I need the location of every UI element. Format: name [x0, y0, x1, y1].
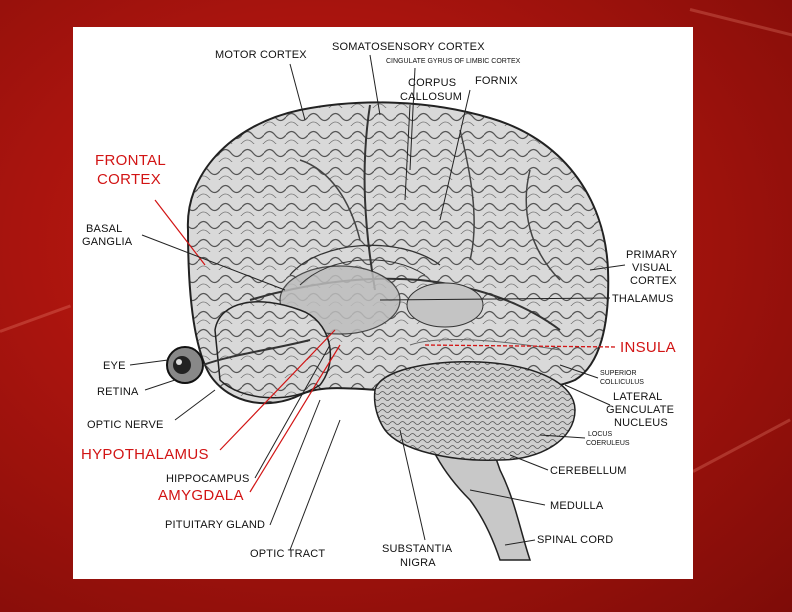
- label-superior-colliculus-2: COLLICULUS: [600, 379, 644, 386]
- label-primary-visual-cortex-1: PRIMARY: [626, 249, 678, 261]
- label-eye: EYE: [103, 360, 126, 372]
- label-basal-ganglia-2: GANGLIA: [82, 236, 133, 248]
- background-streak: [0, 304, 71, 332]
- label-corpus-callosum-2: CALLOSUM: [400, 91, 462, 103]
- label-optic-tract: OPTIC TRACT: [250, 548, 325, 560]
- label-lateral-geniculate-2: GENCULATE: [606, 404, 674, 416]
- label-medulla: MEDULLA: [550, 500, 604, 512]
- leader-optic-nerve: [175, 390, 215, 420]
- label-basal-ganglia-1: BASAL: [86, 223, 122, 235]
- label-corpus-callosum-1: CORPUS: [408, 77, 456, 89]
- label-frontal-cortex-2: CORTEX: [97, 171, 161, 188]
- label-insula: INSULA: [620, 339, 676, 356]
- label-amygdala: AMYGDALA: [158, 487, 244, 504]
- label-lateral-geniculate-3: NUCLEUS: [614, 417, 668, 429]
- label-locus-coeruleus-2: COERULEUS: [586, 440, 630, 447]
- label-superior-colliculus-1: SUPERIOR: [600, 370, 637, 377]
- label-lateral-geniculate-1: LATERAL: [613, 391, 663, 403]
- leader-cerebellum: [510, 455, 548, 470]
- label-hippocampus: HIPPOCAMPUS: [166, 473, 250, 485]
- label-motor-cortex: MOTOR CORTEX: [215, 49, 307, 61]
- label-fornix: FORNIX: [475, 75, 518, 87]
- leader-eye: [130, 360, 168, 365]
- label-frontal-cortex-1: FRONTAL: [95, 152, 166, 169]
- label-optic-nerve: OPTIC NERVE: [87, 419, 164, 431]
- label-hypothalamus: HYPOTHALAMUS: [81, 446, 209, 463]
- background-streak: [690, 8, 792, 40]
- label-primary-visual-cortex-3: CORTEX: [630, 275, 677, 287]
- background-streak: [692, 419, 791, 473]
- label-primary-visual-cortex-2: VISUAL: [632, 262, 672, 274]
- label-thalamus: THALAMUS: [612, 293, 674, 305]
- diagram-panel: MOTOR CORTEX SOMATOSENSORY CORTEX CINGUL…: [73, 27, 693, 579]
- label-pituitary-gland: PITUITARY GLAND: [165, 519, 265, 531]
- leader-retina: [145, 380, 175, 390]
- label-retina: RETINA: [97, 386, 139, 398]
- label-substantia-nigra-2: NIGRA: [400, 557, 436, 569]
- label-somatosensory-cortex: SOMATOSENSORY CORTEX: [332, 41, 485, 53]
- label-cingulate-gyrus: CINGULATE GYRUS OF LIMBIC CORTEX: [386, 58, 521, 65]
- brain-diagram: MOTOR CORTEX SOMATOSENSORY CORTEX CINGUL…: [73, 27, 693, 579]
- label-locus-coeruleus-1: LOCUS: [588, 431, 612, 438]
- label-substantia-nigra-1: SUBSTANTIA: [382, 543, 453, 555]
- leader-optic-tract: [290, 420, 340, 550]
- label-spinal-cord: SPINAL CORD: [537, 534, 613, 546]
- label-cerebellum: CEREBELLUM: [550, 465, 627, 477]
